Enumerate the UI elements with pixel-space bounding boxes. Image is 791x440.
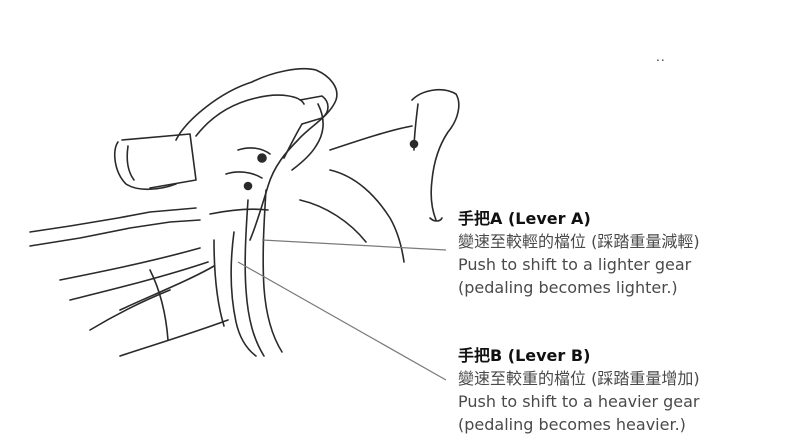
- lever-a-callout: 手把A (Lever A) 變速至較輕的檔位 (踩踏重量減輕) Push to …: [458, 207, 788, 299]
- handlebar-top-tube-lower: [29, 219, 201, 247]
- lever-b-shape: [230, 231, 257, 357]
- right-drop-bar: [329, 125, 413, 151]
- shifter-paddle: [299, 95, 329, 125]
- lever-b-english-line-1: Push to shift to a heavier gear: [458, 392, 700, 411]
- hood-bolt-lower: [243, 181, 253, 191]
- lever-b-chinese-description: 變速至較重的檔位 (踩踏重量增加): [458, 369, 700, 388]
- drop-bar-outer: [119, 265, 215, 311]
- brake-hood-front: [195, 94, 305, 137]
- drop-bar-lower: [89, 289, 171, 331]
- clamp-cylinder: [113, 141, 177, 191]
- handlebar-top-tube: [29, 207, 197, 233]
- leader-line-lever-a: [261, 239, 447, 251]
- lever-b-callout: 手把B (Lever B) 變速至較重的檔位 (踩踏重量增加) Push to …: [458, 344, 788, 436]
- lever-a-shape: [244, 199, 265, 357]
- brake-hood-outline: [175, 67, 338, 241]
- lever-b-title: 手把B (Lever B): [458, 346, 591, 365]
- right-hood-bolt: [409, 139, 419, 149]
- stray-dots: ..: [656, 50, 666, 64]
- leader-line-lever-b: [237, 261, 447, 381]
- hood-bolt-upper: [257, 153, 267, 163]
- right-hood-outline: [411, 88, 460, 221]
- clamp-cylinder-edge: [121, 133, 197, 189]
- lever-a-title: 手把A (Lever A): [458, 209, 591, 228]
- lever-a-chinese-description: 變速至較輕的檔位 (踩踏重量減輕): [458, 232, 700, 251]
- lever-b-english-line-2: (pedaling becomes heavier.): [458, 415, 686, 434]
- lever-a-english-line-2: (pedaling becomes lighter.): [458, 278, 678, 297]
- lever-a-english-line-1: Push to shift to a lighter gear: [458, 255, 692, 274]
